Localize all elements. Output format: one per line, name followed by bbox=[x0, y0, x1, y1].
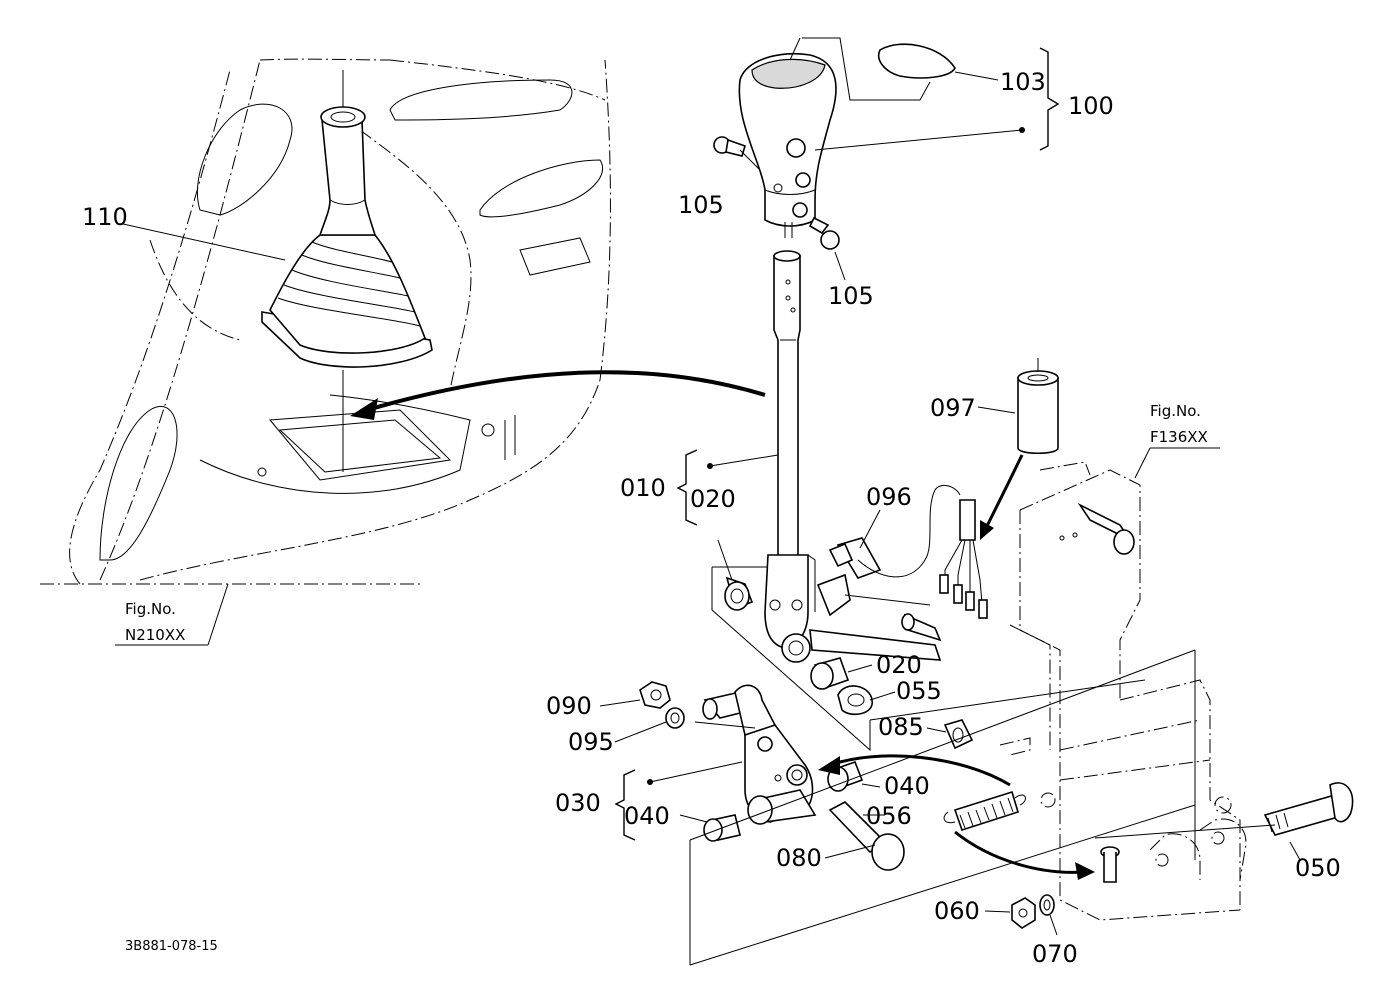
spring-056 bbox=[943, 790, 1026, 832]
part-number-056: 056 bbox=[866, 802, 912, 830]
part-number-097: 097 bbox=[930, 394, 976, 422]
part-number-020-lower: 020 bbox=[876, 651, 922, 679]
part-number-040-left: 040 bbox=[624, 802, 670, 830]
figure-code-left: N210XX bbox=[125, 626, 185, 644]
bolt-050 bbox=[1263, 782, 1354, 836]
bushing-020-upper bbox=[724, 576, 754, 611]
switch-096 bbox=[828, 484, 961, 579]
part-number-105-upper: 105 bbox=[678, 191, 724, 219]
part-number-090: 090 bbox=[546, 692, 592, 720]
nut-090 bbox=[639, 681, 671, 709]
part-number-110: 110 bbox=[82, 203, 128, 231]
part-number-095: 095 bbox=[568, 728, 614, 756]
screw-105-upper bbox=[713, 136, 746, 157]
arrow-spring-left bbox=[829, 754, 1011, 787]
washer-085 bbox=[943, 719, 974, 750]
washer-070 bbox=[1039, 894, 1055, 916]
pin-080 bbox=[828, 801, 905, 871]
drawing-code: 3B881-078-15 bbox=[125, 939, 218, 954]
gear-lever-boot bbox=[261, 70, 433, 472]
screw-105-lower bbox=[808, 216, 840, 250]
wire-harness bbox=[939, 499, 988, 619]
part-number-040-right: 040 bbox=[884, 772, 930, 800]
part-number-103: 103 bbox=[1000, 68, 1046, 96]
bracket-100 bbox=[1039, 47, 1060, 151]
install-arrow-left bbox=[359, 370, 766, 414]
washer-095 bbox=[665, 707, 685, 729]
part-number-060: 060 bbox=[934, 897, 980, 925]
part-number-020-upper: 020 bbox=[690, 485, 736, 513]
figure-label-left: Fig.No. bbox=[125, 600, 176, 618]
mount-plate-outline bbox=[711, 567, 871, 752]
shift-arm-030 bbox=[702, 684, 817, 825]
tractor-floor-inset bbox=[40, 58, 611, 585]
figure-label-right: Fig.No. bbox=[1150, 402, 1201, 420]
arrow-pin-right bbox=[954, 830, 1086, 874]
shift-knob-assembly bbox=[713, 37, 956, 250]
cotter-pin bbox=[1100, 846, 1120, 883]
part-number-010: 010 bbox=[620, 474, 666, 502]
nut-060 bbox=[1011, 897, 1036, 929]
leader-lines bbox=[115, 149, 1301, 936]
part-number-050: 050 bbox=[1295, 854, 1341, 882]
bracket-030 bbox=[614, 769, 636, 841]
part-number-080: 080 bbox=[776, 844, 822, 872]
sleeve-097 bbox=[1017, 358, 1059, 455]
mounting-bracket-f136xx bbox=[999, 461, 1247, 921]
part-number-030: 030 bbox=[555, 789, 601, 817]
shift-lever-rod bbox=[764, 250, 942, 663]
part-number-070: 070 bbox=[1032, 940, 1078, 968]
arrow-head-left bbox=[350, 398, 378, 420]
figure-code-right: F136XX bbox=[1150, 428, 1208, 446]
part-number-085: 085 bbox=[878, 713, 924, 741]
part-number-096: 096 bbox=[866, 483, 912, 511]
washer-055 bbox=[837, 685, 873, 716]
sleeve-arrow bbox=[983, 454, 1024, 531]
bushing-020-lower bbox=[810, 657, 850, 690]
bushing-040-left bbox=[703, 814, 741, 842]
part-number-100: 100 bbox=[1068, 92, 1114, 120]
part-number-105-lower: 105 bbox=[828, 282, 874, 310]
part-number-055: 055 bbox=[896, 677, 942, 705]
bracket-010 bbox=[676, 449, 698, 526]
